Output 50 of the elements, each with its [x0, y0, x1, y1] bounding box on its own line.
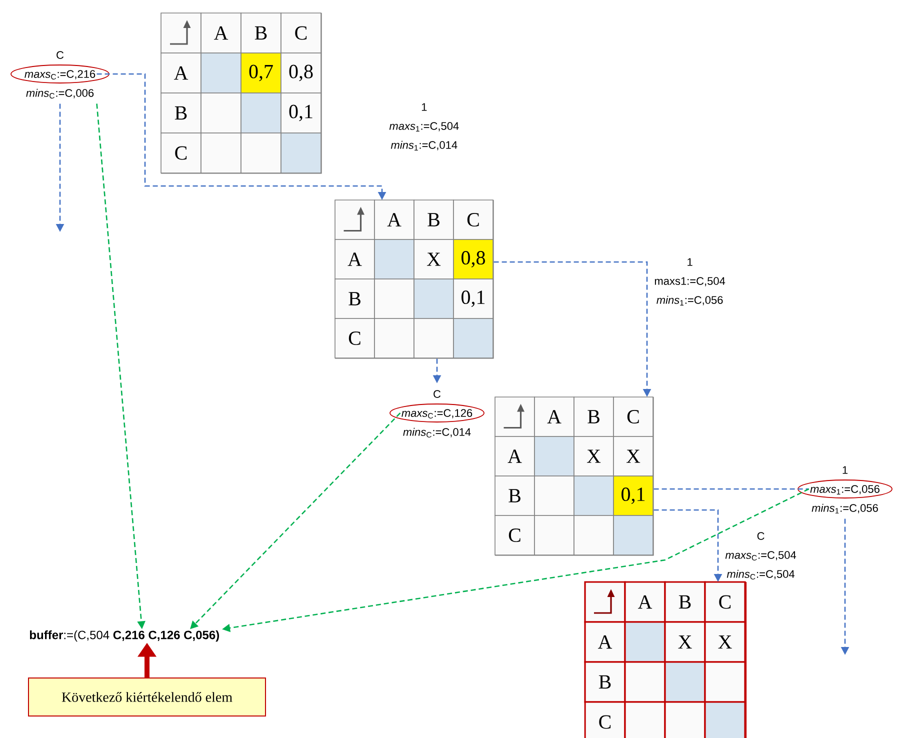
node-label: C — [434, 390, 441, 398]
table-cell: A — [624, 581, 666, 623]
table-cell: B — [494, 476, 535, 516]
table-cell: X — [664, 621, 706, 663]
connector-line — [654, 488, 809, 490]
table-cell: B — [584, 661, 626, 703]
table-cell: C — [453, 200, 494, 240]
table-cell: X — [414, 239, 454, 280]
table-cell: C — [613, 396, 654, 437]
node-label: C — [56, 51, 64, 59]
table-cell: A — [334, 239, 375, 280]
table-cell: C — [334, 318, 375, 358]
bound-annotation: 1 maxs$_{1}$:=C,056 mins$_{1}$:=C,056 — [798, 466, 892, 514]
bound-annotation: 1 maxs1:=C,504 mins$_{1}$:=C,056 — [654, 258, 726, 306]
table-cell: X — [704, 621, 746, 663]
table-cell: C — [494, 515, 535, 556]
table-cell: 0,8 — [280, 52, 322, 94]
buffer-text: buffer:=(C,504 C,216 C,126 C,056) — [30, 630, 219, 642]
table-cell: 0,1 — [453, 278, 494, 319]
bound-annotation: 1 maxs$_{1}$:=C,504 mins$_{1}$:=C,014 — [389, 103, 459, 150]
table-cell: A — [374, 200, 414, 240]
table-cell: B — [240, 12, 282, 54]
table-cell: B — [574, 396, 614, 437]
bound-annotation: C maxs$_{C}$:=C,504 mins$_{C}$:=C,504 — [725, 532, 796, 580]
table-cell: C — [704, 581, 746, 623]
node-label: mins$_{C}$:=C,014 — [403, 428, 471, 438]
table-cell: A — [494, 436, 535, 476]
node-label: 1 — [842, 466, 848, 474]
bound-annotation: C maxs$_{C}$:=C,126 mins$_{C}$:=C,014 — [390, 390, 484, 438]
table-cell: B — [414, 200, 454, 240]
table-cell: X — [574, 436, 614, 476]
table-cell: A — [200, 12, 242, 54]
table-cell: X — [613, 436, 654, 476]
table-cell: 0,1 — [280, 92, 322, 134]
table-cell: A — [584, 621, 626, 663]
table-cell: C — [280, 12, 322, 54]
callout-box: Következő kiértékelendő elem — [28, 678, 266, 716]
node-label: mins$_{C}$:=C,006 — [26, 88, 94, 99]
table-cell: 0,7 — [240, 52, 282, 94]
table-cell: B — [664, 581, 706, 623]
table-cell: 0,1 — [613, 476, 654, 516]
bound-annotation: C maxs$_{C}$:=C,216 mins$_{C}$:=C,006 — [10, 51, 110, 99]
table-cell: B — [160, 92, 202, 134]
table-cell: B — [334, 278, 375, 319]
node-label: mins$_{1}$:=C,056 — [812, 504, 878, 514]
table-cell: C — [160, 132, 202, 174]
table-cell: C — [584, 701, 626, 738]
table-cell: 0,8 — [453, 239, 494, 280]
table-cell: A — [534, 396, 574, 437]
table-cell: A — [160, 52, 202, 94]
